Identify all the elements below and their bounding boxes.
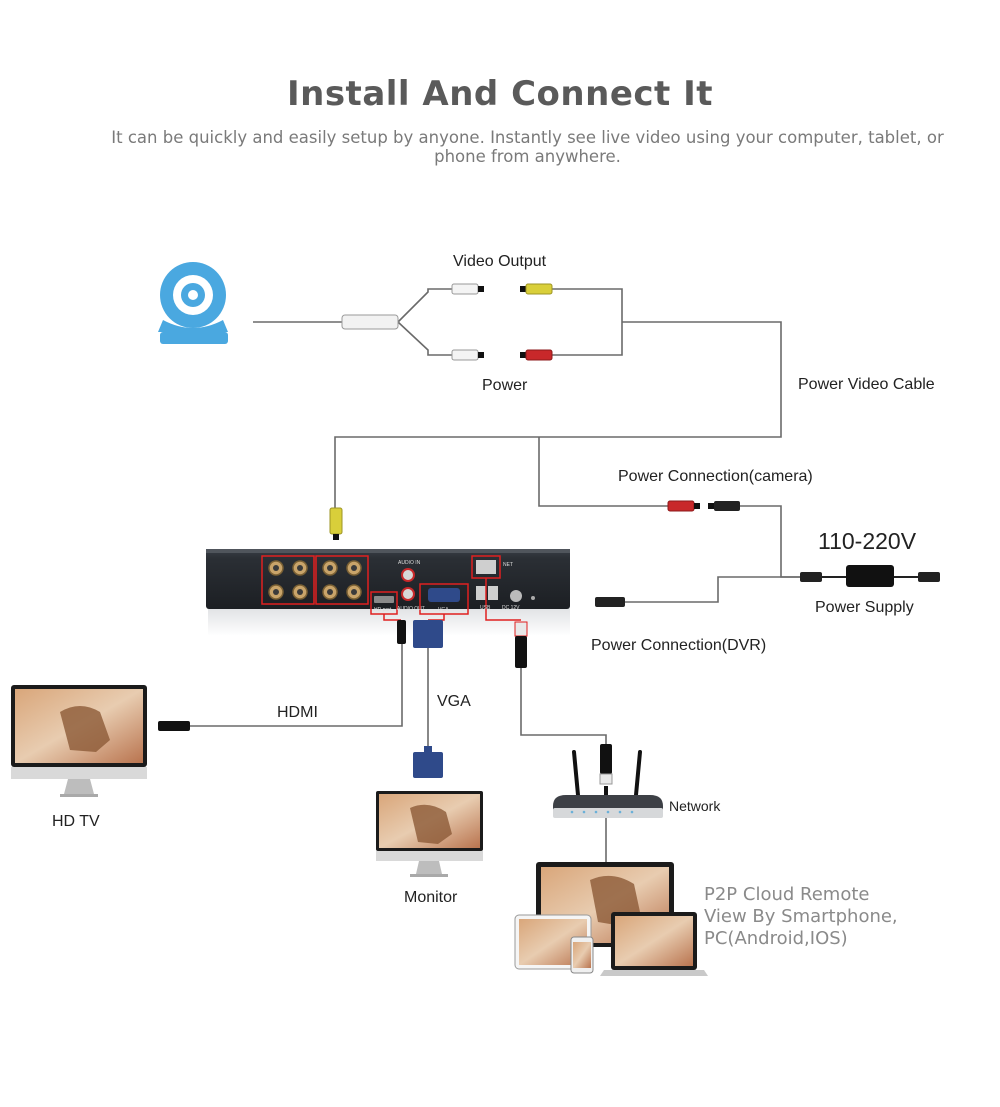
phone-icon: [570, 936, 594, 974]
white-power-plug-bottom: [451, 349, 484, 361]
page-title: Install And Connect It: [286, 74, 714, 114]
page-subtitle: It can be quickly and easily setup by an…: [111, 128, 944, 166]
red-power-plug: [520, 349, 553, 361]
power-supply-label: Power Supply: [815, 599, 914, 616]
p2p-line-1: P2P Cloud Remote: [704, 884, 869, 905]
lan-plug-top: [514, 621, 528, 668]
camera-icon: [158, 262, 228, 344]
dvr-power-plug: [595, 597, 625, 607]
vga-plug-monitor: [413, 746, 443, 778]
net-port-label: NET: [503, 562, 513, 568]
voltage-label: 110-220V: [818, 528, 917, 554]
hdmi-port-label: HD port: [374, 607, 392, 613]
cable-splitter: [341, 314, 399, 330]
vga-port-label: VGA: [438, 607, 449, 613]
monitor-label: Monitor: [404, 889, 458, 906]
audio-out-label: AUDIO OUT: [397, 606, 425, 612]
yellow-bnc-plug: [329, 507, 343, 540]
lan-plug-router: [599, 744, 613, 785]
p2p-line-2: View By Smartphone,: [704, 906, 898, 927]
dc12v-port-label: DC 12V: [502, 605, 520, 611]
audio-in-label: AUDIO IN: [398, 560, 421, 566]
tv-icon: [11, 685, 147, 797]
usb-port-label: USB: [480, 605, 491, 611]
hdmi-plug: [397, 620, 406, 644]
hd-tv-label: HD TV: [52, 813, 100, 830]
vga-label: VGA: [437, 693, 471, 710]
power-connection-camera-label: Power Connection(camera): [618, 468, 813, 485]
hdmi-label: HDMI: [277, 704, 318, 721]
cable-lines: [190, 288, 822, 866]
laptop-icon: [600, 912, 708, 976]
power-connection-dvr-label: Power Connection(DVR): [591, 637, 766, 654]
monitor-icon: [376, 791, 483, 877]
network-label: Network: [669, 798, 721, 814]
yellow-video-plug: [520, 283, 553, 295]
white-power-plug-top: [451, 283, 484, 295]
vga-plug-top: [413, 620, 443, 648]
router-icon: [553, 750, 663, 818]
power-adapter-icon: [800, 565, 940, 587]
dvr-icon: [206, 549, 570, 636]
p2p-line-3: PC(Android,IOS): [704, 928, 848, 949]
power-video-cable-label: Power Video Cable: [798, 376, 935, 393]
power-label: Power: [482, 377, 528, 394]
hdmi-plug-tv: [158, 721, 190, 731]
video-output-label: Video Output: [453, 253, 547, 270]
camera-power-plugs: [667, 500, 740, 512]
